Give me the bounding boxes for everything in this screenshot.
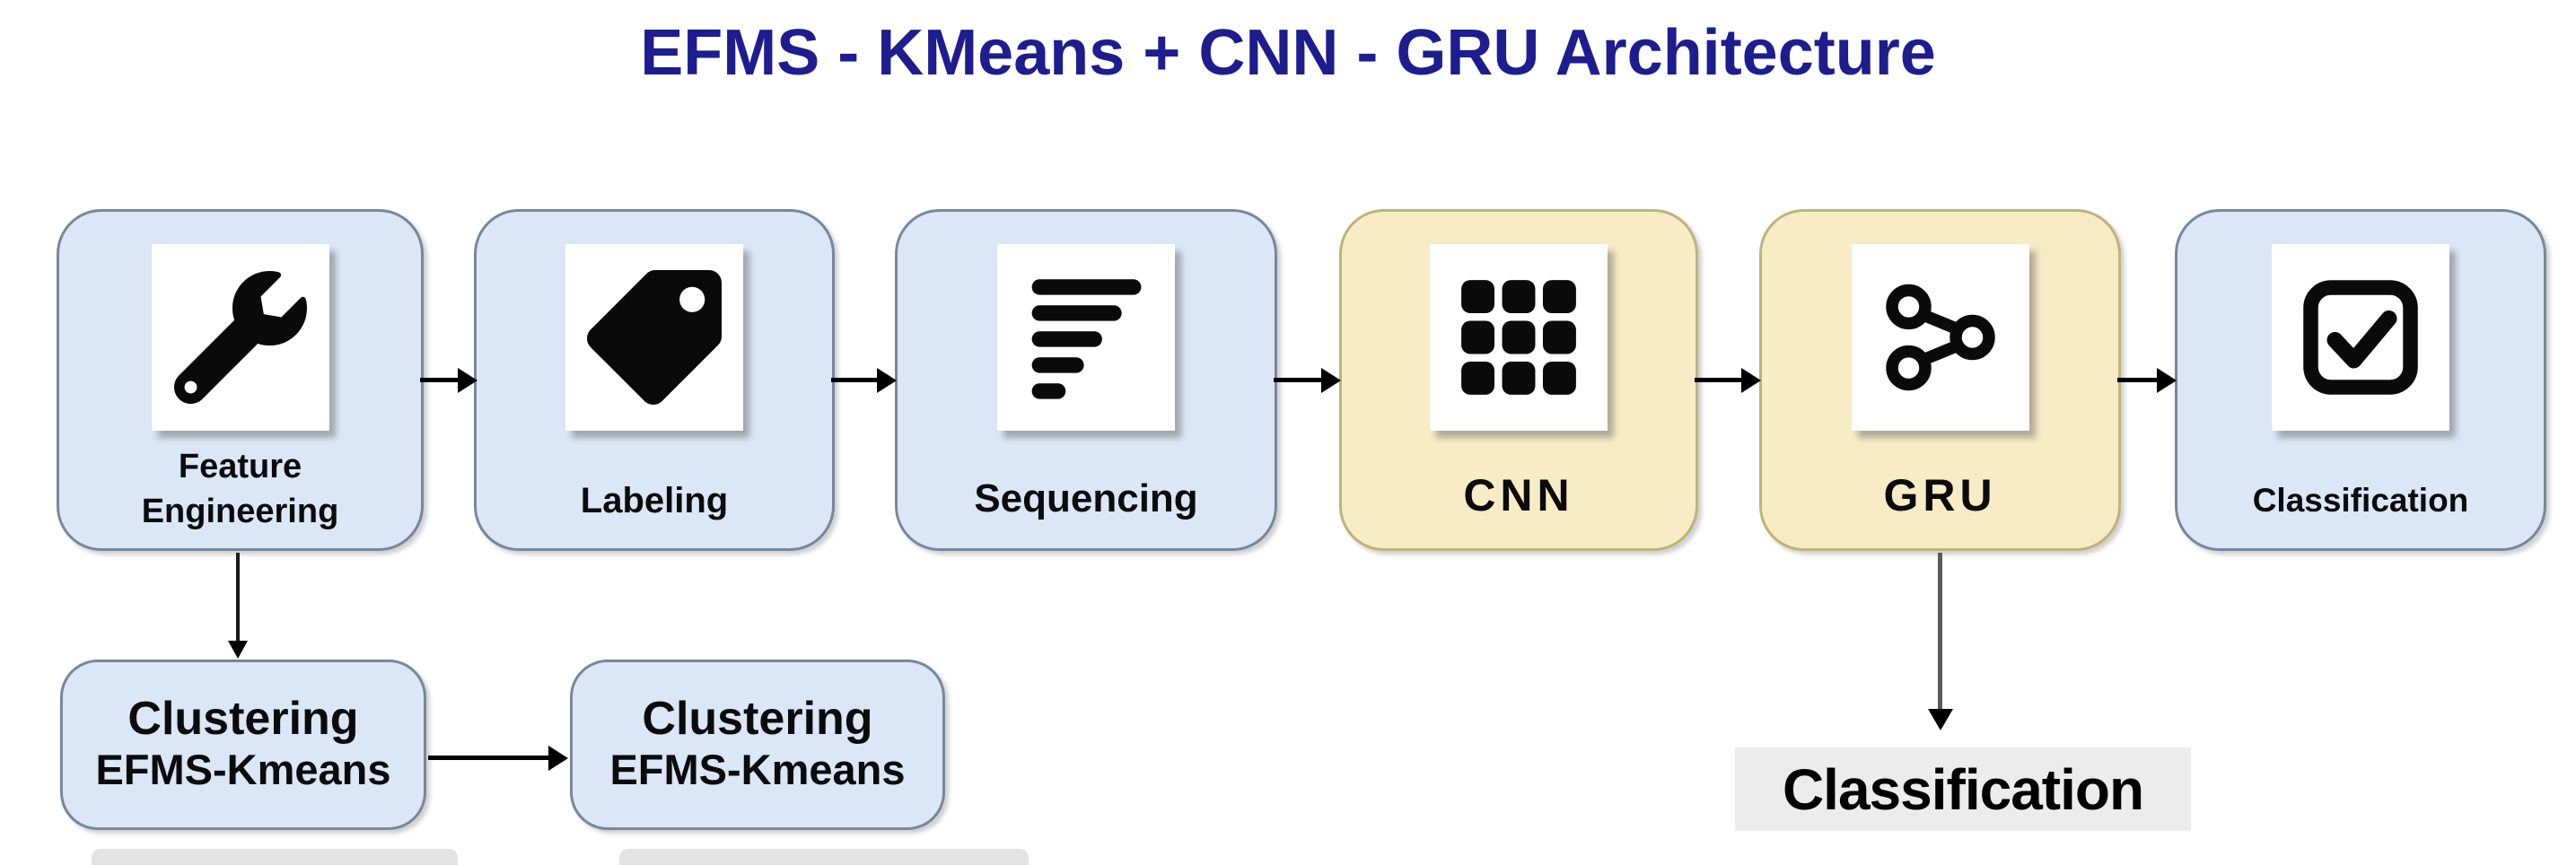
arrow-gru-to-classification [2117, 367, 2177, 394]
box-labeling: Labeling [474, 209, 835, 551]
sequencing-icon-tile [997, 244, 1175, 431]
classification-icon-tile [2272, 244, 2449, 431]
share-nodes-icon [1885, 284, 1995, 391]
cnn-icon-tile [1430, 244, 1608, 431]
tag-icon [587, 270, 722, 405]
box-label-sequencing: Sequencing [974, 476, 1198, 520]
feature-engineering-icon-tile [151, 244, 329, 431]
box-label-labeling: Labeling [580, 481, 729, 521]
box-clustering-2: Clustering EFMS-Kmeans [570, 660, 945, 830]
arrow-sequencing-to-cnn [1274, 367, 1341, 394]
box-label-feature-engineering: Feature Engineering [141, 447, 339, 530]
output-classification-label: Classification [1735, 747, 2191, 831]
grid-icon [1461, 280, 1576, 395]
box-label-classification: Classification [2252, 482, 2469, 520]
cropped-shape-stub-left [92, 849, 458, 865]
clustering-2-line2: EFMS-Kmeans [609, 746, 906, 794]
box-feature-engineering: Feature Engineering [57, 209, 424, 551]
cropped-shape-stub-right [619, 849, 1029, 865]
signal-bars-icon [1031, 278, 1141, 399]
checkbox-check-icon [2303, 280, 2418, 395]
clustering-1-line1: Clustering [127, 693, 359, 746]
box-sequencing: Sequencing [895, 209, 1277, 551]
arrow-gru-to-output [1927, 553, 1954, 730]
box-label-gru: GRU [1883, 470, 1997, 520]
arrow-clustering1-to-clustering2 [428, 745, 568, 772]
clustering-1-line2: EFMS-Kmeans [95, 746, 391, 794]
arrow-labeling-to-sequencing [831, 367, 897, 394]
wrench-icon [173, 271, 307, 404]
labeling-icon-tile [565, 244, 743, 431]
arrow-feature-to-clustering [224, 553, 251, 659]
clustering-2-line1: Clustering [642, 693, 873, 746]
box-clustering-1: Clustering EFMS-Kmeans [60, 660, 426, 830]
box-label-cnn: CNN [1463, 470, 1574, 520]
box-gru: GRU [1759, 209, 2121, 551]
box-classification: Classification [2175, 209, 2546, 551]
box-cnn: CNN [1339, 209, 1698, 551]
arrow-cnn-to-gru [1695, 367, 1761, 394]
gru-icon-tile [1851, 244, 2029, 431]
diagram-title: EFMS - KMeans + CNN - GRU Architecture [640, 17, 1936, 89]
arrow-feature-to-labeling [420, 367, 478, 394]
